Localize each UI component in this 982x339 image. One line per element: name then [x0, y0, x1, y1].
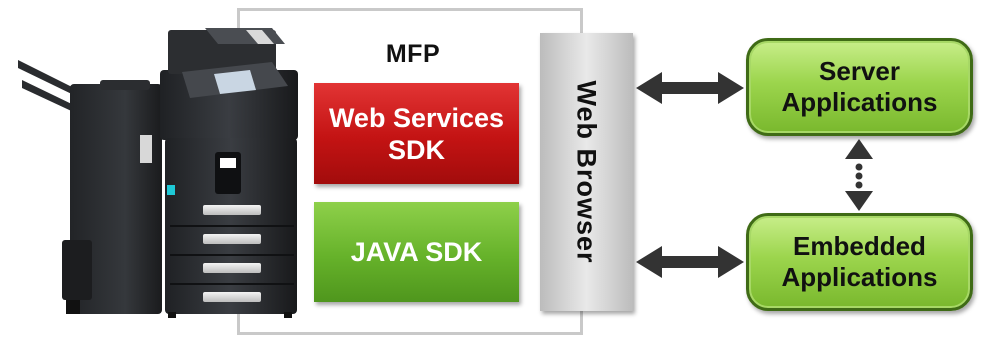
web-services-sdk-line1: Web Services — [328, 102, 505, 133]
embedded-applications-line1: Embedded — [793, 231, 926, 261]
java-sdk-box: JAVA SDK — [314, 202, 519, 302]
server-applications-line2: Applications — [781, 87, 938, 117]
java-sdk-label: JAVA SDK — [350, 237, 483, 267]
server-applications-box: Server Applications — [746, 38, 973, 136]
double-arrow-browser-server-icon — [636, 72, 744, 104]
web-browser-box — [540, 33, 633, 311]
embedded-applications-box: Embedded Applications — [746, 213, 973, 311]
dotted-arrow-server-embedded-icon — [845, 139, 873, 211]
embedded-applications-line2: Applications — [781, 262, 938, 292]
multifunction-printer-image — [18, 28, 298, 318]
web-services-sdk-box: Web Services SDK — [314, 83, 519, 184]
server-applications-line1: Server — [819, 56, 900, 86]
mfp-label: MFP — [385, 40, 441, 68]
web-services-sdk-line2: SDK — [387, 134, 445, 165]
double-arrow-browser-embedded-icon — [636, 246, 744, 278]
